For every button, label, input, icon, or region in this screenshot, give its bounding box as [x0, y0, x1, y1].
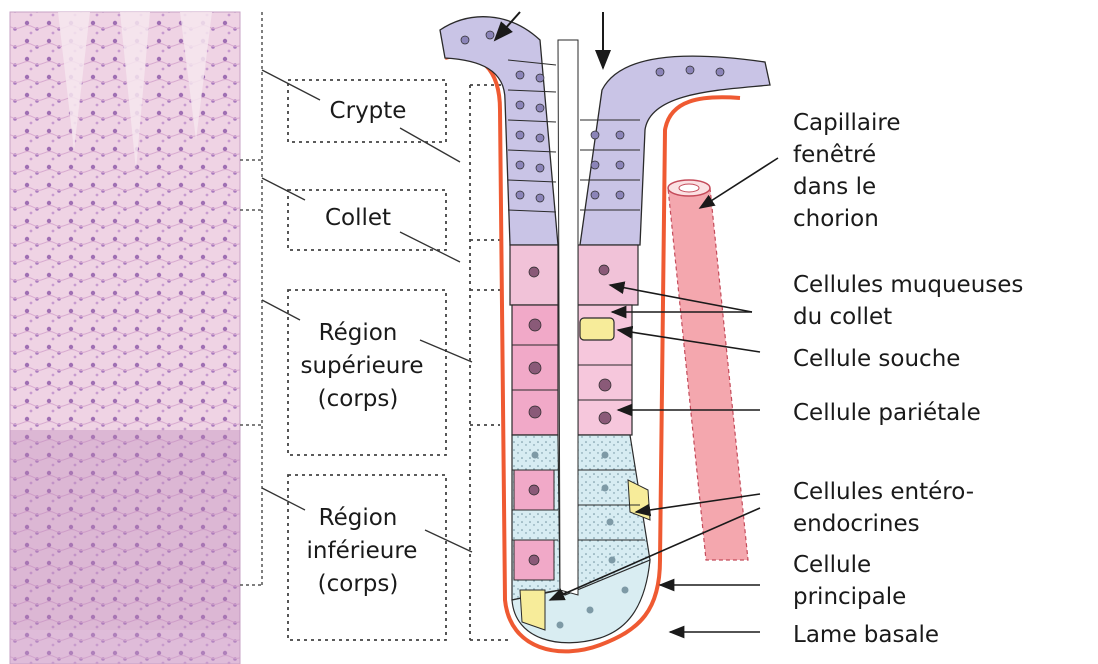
- label-region-sup-1: Région: [319, 320, 398, 346]
- label-capillaire-4: chorion: [793, 206, 879, 232]
- label-crypte: Crypte: [330, 98, 407, 124]
- histology-micrograph: [10, 12, 240, 664]
- label-region-inf-2: inférieure: [307, 538, 418, 564]
- label-parietale: Cellule pariétale: [793, 400, 981, 426]
- label-region-sup-2: supérieure: [301, 353, 424, 379]
- label-principale-2: principale: [793, 584, 906, 610]
- label-principale-1: Cellule: [793, 552, 871, 578]
- label-entero-2: endocrines: [793, 511, 920, 537]
- right-labels: Capillaire fenêtré dans le chorion Cellu…: [793, 110, 1023, 648]
- micrograph-brackets: [240, 12, 262, 585]
- label-region-inf-3: (corps): [318, 571, 399, 597]
- label-entero-1: Cellules entéro-: [793, 479, 974, 505]
- left-labels: Crypte Collet Région supérieure (corps) …: [301, 98, 424, 597]
- label-region-sup-3: (corps): [318, 386, 399, 412]
- label-souche: Cellule souche: [793, 346, 960, 372]
- label-capillaire-1: Capillaire: [793, 110, 901, 136]
- label-lame: Lame basale: [793, 622, 939, 648]
- label-region-inf-1: Région: [319, 505, 398, 531]
- label-muqueuses-1: Cellules muqueuses: [793, 272, 1023, 298]
- label-capillaire-3: dans le: [793, 174, 876, 200]
- label-muqueuses-2: du collet: [793, 304, 892, 330]
- capillary: [668, 180, 748, 560]
- label-collet: Collet: [325, 205, 391, 231]
- label-capillaire-2: fenêtré: [793, 142, 876, 168]
